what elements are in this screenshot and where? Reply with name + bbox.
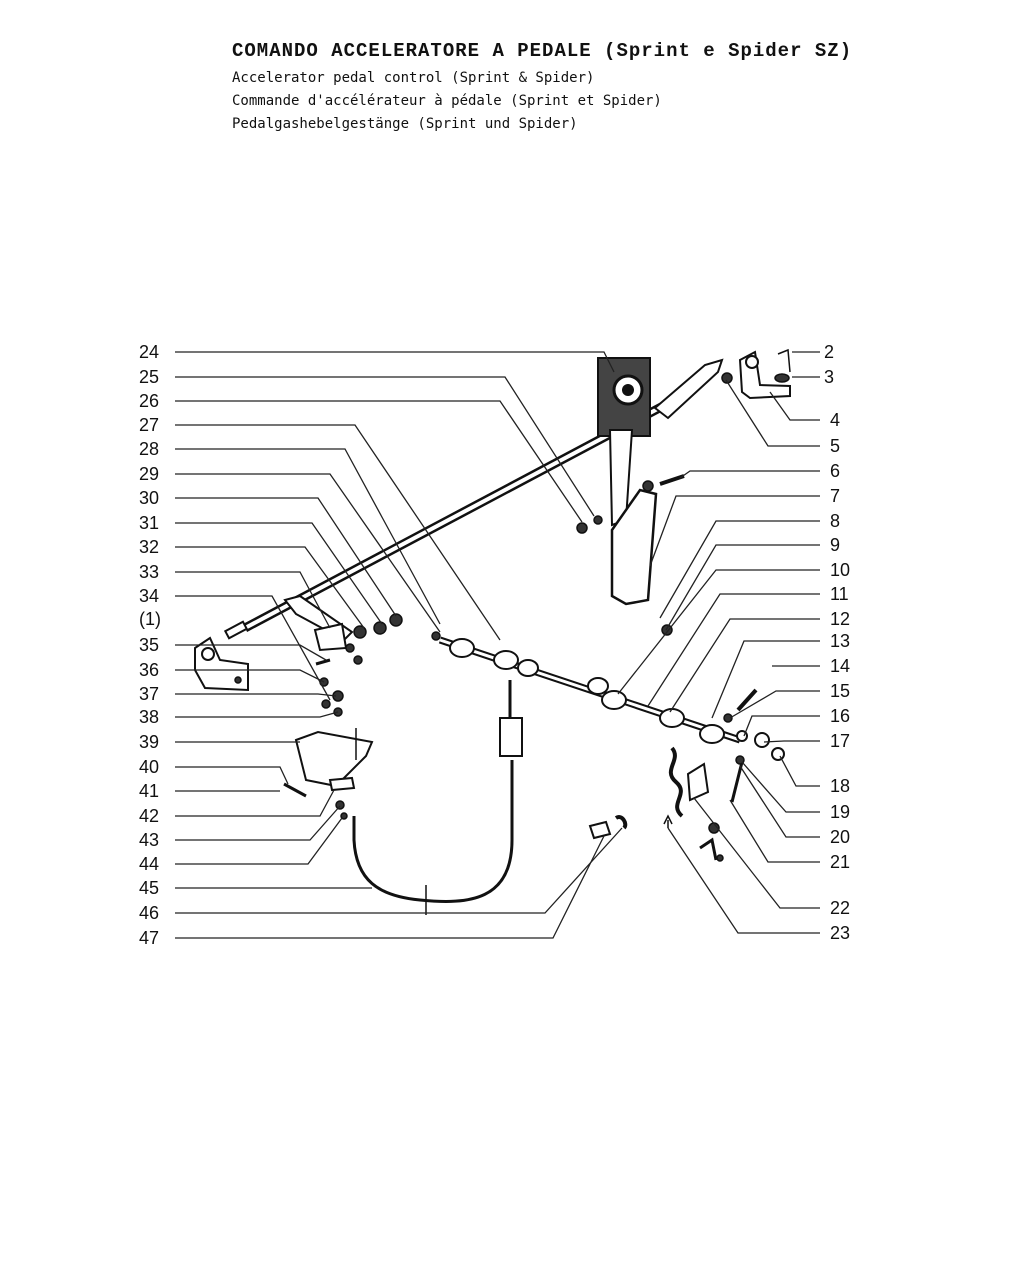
part-label-22: 22 (830, 898, 850, 918)
part-labels-left: 24 25 26 27 28 29 30 31 32 33 34 (1) 35 … (139, 342, 161, 948)
leader-lines (175, 351, 820, 939)
part-labels-right: 2 3 4 5 6 7 8 9 10 11 12 13 14 15 16 17 … (824, 342, 850, 943)
part-label-2: 2 (824, 342, 834, 362)
part-label-34: 34 (139, 586, 159, 606)
part-label-18: 18 (830, 776, 850, 796)
part-label-35: 35 (139, 635, 159, 655)
title-german: Pedalgashebelgestänge (Sprint und Spider… (232, 116, 578, 132)
part-label-6: 6 (830, 461, 840, 481)
part-label-5: 5 (830, 436, 840, 456)
part-label-13: 13 (830, 631, 850, 651)
part-label-28: 28 (139, 439, 159, 459)
part-label-37: 37 (139, 684, 159, 704)
part-label-17: 17 (830, 731, 850, 751)
part-label-15: 15 (830, 681, 850, 701)
part-label-27: 27 (139, 415, 159, 435)
part-label-12: 12 (830, 609, 850, 629)
part-label-45: 45 (139, 878, 159, 898)
part-label-39: 39 (139, 732, 159, 752)
part-label-9: 9 (830, 535, 840, 555)
title-french: Commande d'accélérateur à pédale (Sprint… (232, 93, 662, 109)
part-label-47: 47 (139, 928, 159, 948)
part-label-11: 11 (830, 584, 849, 604)
part-label-26: 26 (139, 391, 159, 411)
part-label-29: 29 (139, 464, 159, 484)
part-label-24: 24 (139, 342, 159, 362)
part-label-14: 14 (830, 656, 850, 676)
part-label-32: 32 (139, 537, 159, 557)
part-label-4: 4 (830, 410, 840, 430)
part-label-30: 30 (139, 488, 159, 508)
part-label-42: 42 (139, 806, 159, 826)
part-label-25: 25 (139, 367, 159, 387)
part-label-1-note: (1) (139, 609, 161, 629)
part-label-33: 33 (139, 562, 159, 582)
part-label-38: 38 (139, 707, 159, 727)
part-label-3: 3 (824, 367, 834, 387)
title-italian: COMANDO ACCELERATORE A PEDALE (Sprint e … (232, 40, 853, 62)
part-label-23: 23 (830, 923, 850, 943)
part-label-19: 19 (830, 802, 850, 822)
title-block: COMANDO ACCELERATORE A PEDALE (Sprint e … (232, 40, 852, 139)
part-label-8: 8 (830, 511, 840, 531)
part-label-44: 44 (139, 854, 159, 874)
part-label-41: 41 (139, 781, 159, 801)
part-label-31: 31 (139, 513, 159, 533)
part-label-36: 36 (139, 660, 159, 680)
part-label-40: 40 (139, 757, 159, 777)
part-label-16: 16 (830, 706, 850, 726)
part-label-21: 21 (830, 852, 850, 872)
part-label-10: 10 (830, 560, 850, 580)
part-label-20: 20 (830, 827, 850, 847)
part-label-46: 46 (139, 903, 159, 923)
part-label-43: 43 (139, 830, 159, 850)
title-english: Accelerator pedal control (Sprint & Spid… (232, 70, 595, 86)
parts-drawing (194, 348, 791, 915)
part-label-7: 7 (830, 486, 840, 506)
